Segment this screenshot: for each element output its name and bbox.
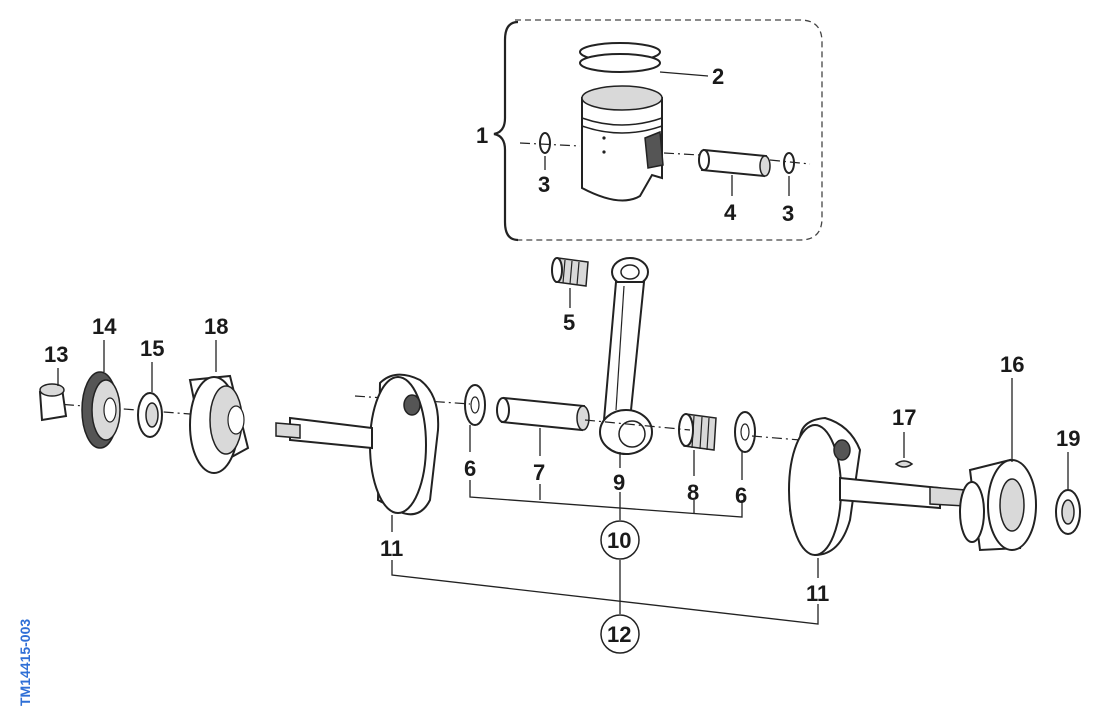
oil-seal-right [1055, 489, 1081, 535]
oil-seal-left [137, 392, 163, 438]
left-crank-half [275, 373, 440, 516]
callout-7: 7 [533, 460, 545, 485]
thrust-washer-left [464, 384, 486, 426]
callout-17: 17 [892, 405, 916, 430]
right-crank-half [788, 416, 966, 557]
callout-13: 13 [44, 342, 68, 367]
callout-3-right: 3 [782, 201, 794, 226]
piston-rings [579, 42, 661, 73]
callout-3-left: 3 [538, 172, 550, 197]
piston [581, 85, 664, 202]
callout-2: 2 [712, 64, 724, 89]
woodruff-key [894, 460, 914, 468]
drive-gear [81, 371, 121, 449]
circlip-right [783, 152, 795, 174]
callout-19: 19 [1056, 426, 1080, 451]
small-end-needle-bearing [551, 257, 589, 287]
callout-10-circle [600, 520, 640, 560]
flange-nut [38, 383, 68, 422]
main-bearing-left [188, 374, 250, 474]
callout-16: 16 [1000, 352, 1024, 377]
crank-pin [496, 396, 590, 432]
thrust-washer-right [734, 411, 756, 453]
callout-1: 1 [476, 123, 488, 148]
main-bearing-right [959, 458, 1037, 552]
callout-4: 4 [724, 200, 737, 225]
callout-9: 9 [613, 470, 625, 495]
callout-12-circle [600, 614, 640, 654]
callout-6-left: 6 [464, 456, 476, 481]
callout-10: 10 [607, 528, 631, 553]
piston-kit-brace [493, 20, 519, 242]
connecting-rod [599, 257, 653, 455]
callout-5: 5 [563, 310, 575, 335]
callout-18: 18 [204, 314, 228, 339]
figure-id-label: TM14415-003 [17, 619, 33, 706]
callout-11-right: 11 [806, 581, 829, 606]
callout-14: 14 [92, 314, 117, 339]
callout-15: 15 [140, 336, 164, 361]
callout-8: 8 [687, 480, 699, 505]
callout-6-right: 6 [735, 483, 747, 508]
callout-11-left: 11 [380, 536, 403, 561]
callout-12: 12 [607, 622, 631, 647]
piston-pin [698, 148, 771, 178]
big-end-needle-bearing [678, 413, 717, 451]
piston-kit-dashed-box [515, 19, 823, 241]
circlip-left [539, 132, 551, 154]
